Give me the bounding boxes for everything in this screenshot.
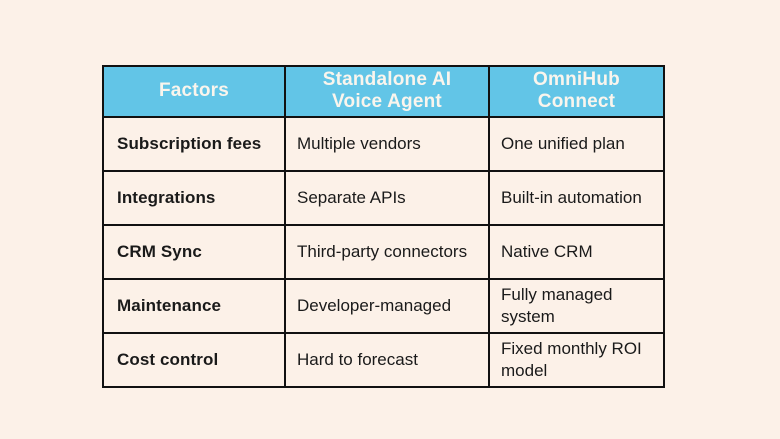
cell-factor: Cost control [102, 331, 286, 389]
header-cell-factors: Factors [102, 65, 286, 118]
cell-omnihub-value: Native CRM [488, 223, 665, 280]
cell-standalone-value: Third-party connectors [284, 223, 490, 280]
cell-standalone-value: Hard to forecast [284, 331, 490, 389]
cell-factor: CRM Sync [102, 223, 286, 280]
comparison-table: Factors Standalone AI Voice Agent OmniHu… [102, 65, 665, 389]
cell-factor: Subscription fees [102, 115, 286, 172]
table-row: CRM Sync Third-party connectors Native C… [102, 223, 665, 280]
table-row: Integrations Separate APIs Built-in auto… [102, 169, 665, 226]
cell-omnihub-value: One unified plan [488, 115, 665, 172]
cell-omnihub-value: Fully managed system [488, 277, 665, 335]
cell-factor: Maintenance [102, 277, 286, 335]
cell-standalone-value: Multiple vendors [284, 115, 490, 172]
cell-omnihub-value: Fixed monthly ROI model [488, 331, 665, 389]
header-cell-omnihub-connect: OmniHub Connect [488, 65, 665, 118]
table-row: Cost control Hard to forecast Fixed mont… [102, 331, 665, 389]
header-row: Factors Standalone AI Voice Agent OmniHu… [102, 65, 665, 118]
cell-standalone-value: Developer-managed [284, 277, 490, 335]
header-cell-standalone-ai-voice-agent: Standalone AI Voice Agent [284, 65, 490, 118]
cell-standalone-value: Separate APIs [284, 169, 490, 226]
table-row: Maintenance Developer-managed Fully mana… [102, 277, 665, 335]
cell-omnihub-value: Built-in automation [488, 169, 665, 226]
cell-factor: Integrations [102, 169, 286, 226]
table-row: Subscription fees Multiple vendors One u… [102, 115, 665, 172]
